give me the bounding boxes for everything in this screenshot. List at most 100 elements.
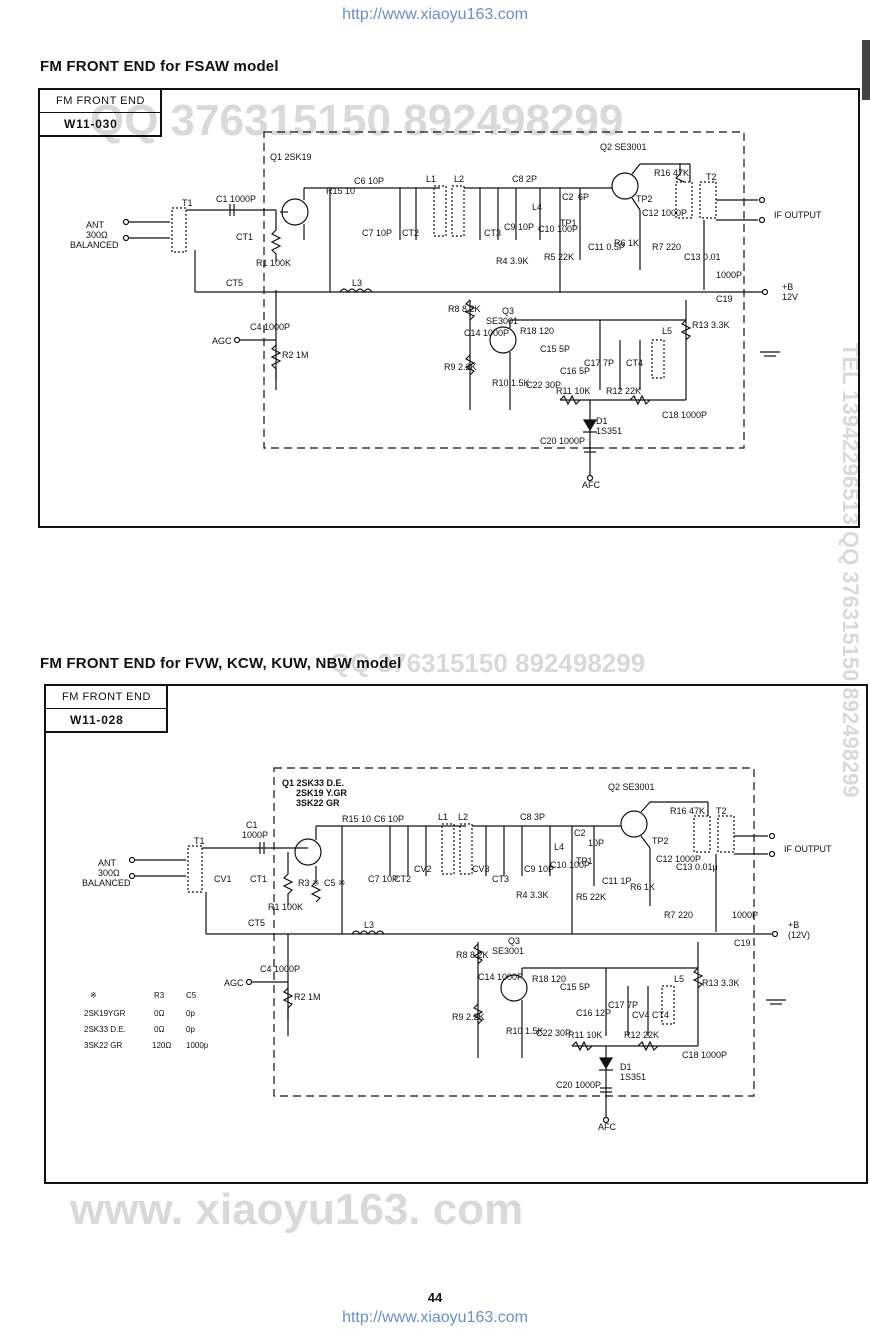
d1-c17: C17 7P	[584, 358, 614, 368]
d1-r9: R9 2.2K	[444, 362, 477, 372]
d1-l5: L5	[662, 326, 672, 336]
d2-r5: R5 22K	[576, 892, 606, 902]
d2-ant: ANT	[98, 858, 117, 868]
d2-r18: R18 120	[532, 974, 566, 984]
d1-r5: R5 22K	[544, 252, 574, 262]
d1-c19: C19	[716, 294, 733, 304]
d1-c7: C7 10P	[362, 228, 392, 238]
diagram2-frame: FM FRONT END W11-028	[44, 684, 868, 1184]
d1-c4: C4 1000P	[250, 322, 290, 332]
d2-if-output: IF OUTPUT	[784, 844, 832, 854]
d1-q1: Q1 2SK19	[270, 152, 312, 162]
d2-ct4: CT4	[652, 1010, 669, 1020]
d2-c22: C22 30P	[536, 1028, 571, 1038]
d2-cv3: CV3	[472, 864, 490, 874]
d2-b-v: (12V)	[788, 930, 810, 940]
d2-r16: R16 47K	[670, 806, 705, 816]
d1-r4: R4 3.9K	[496, 256, 529, 266]
watermark-qq-top: QQ 376315150 892498299	[90, 96, 624, 145]
d2-r10: R10 1.5K	[506, 1026, 544, 1036]
d1-ant-ohm: 300Ω	[86, 230, 108, 240]
d2-r8: R8 8.2K	[456, 950, 489, 960]
d2-b: +B	[788, 920, 799, 930]
d1-c19v: 1000P	[716, 270, 742, 280]
d1-ct1: CT1	[236, 232, 253, 242]
source-url-top[interactable]: http://www.xiaoyu163.com	[342, 6, 528, 23]
variant-table: ※ R3 C5 2SK19YGR 0Ω 0p 2SK33 D.E. 0Ω 0p …	[84, 991, 209, 1050]
d2-r3: R3 ※	[298, 878, 320, 888]
d2-ct1: CT1	[250, 874, 267, 884]
d1-c1: C1 1000P	[216, 194, 256, 204]
d2-c8: C8 3P	[520, 812, 545, 822]
d1-c14: C14 1000P	[464, 328, 509, 338]
variant-table-row1-part: 2SK19YGR	[84, 1009, 126, 1018]
d1-q2: Q2 SE3001	[600, 142, 647, 152]
d2-c16: C16 12P	[576, 1008, 611, 1018]
d2-q3-type: SE3001	[492, 946, 524, 956]
variant-table-row1-r3: 0Ω	[154, 1009, 164, 1018]
d2-q1c: 3SK22 GR	[296, 798, 340, 808]
source-url-bottom[interactable]: http://www.xiaoyu163.com	[342, 1309, 528, 1326]
d1-r6: R6 1K	[614, 238, 639, 248]
d2-q1: Q1 2SK33 D.E.	[282, 778, 344, 788]
d1-c20: C20 1000P	[540, 436, 585, 446]
d2-r4: R4 3.3K	[516, 890, 549, 900]
d1-c8: C8 2P	[512, 174, 537, 184]
d1-r16: R16 47K	[654, 168, 689, 178]
d1-d1-type: 1S351	[596, 426, 622, 436]
diagram1-part-no: W11-030	[64, 117, 118, 131]
d2-r6: R6 1K	[630, 882, 655, 892]
d1-c2: C2	[562, 192, 574, 202]
d2-c19: C19	[734, 938, 751, 948]
variant-table-row2-c5: 0p	[186, 1025, 195, 1034]
page-number: 44	[427, 1290, 443, 1305]
d2-c14: C14 1000P	[478, 972, 523, 982]
d2-c6: C6 10P	[374, 814, 404, 824]
d1-l4: L4	[532, 202, 542, 212]
d1-c11: C11 0.5P	[588, 242, 625, 252]
d2-c11: C11 1P	[602, 876, 631, 886]
d1-l2: L2	[454, 174, 464, 184]
d1-ct4: CT4	[626, 358, 643, 368]
variant-table-row3-c5: 1000p	[186, 1041, 209, 1050]
d2-c5: C5 ※	[324, 878, 346, 888]
d2-l4: L4	[554, 842, 564, 852]
d1-c16: C16 5P	[560, 366, 590, 376]
d2-d1-type: 1S351	[620, 1072, 646, 1082]
d1-r7: R7 220	[652, 242, 681, 252]
d2-c1: C1	[246, 820, 258, 830]
d2-cv4: CV4	[632, 1010, 650, 1020]
d1-b-v: 12V	[782, 292, 798, 302]
d2-l2: L2	[458, 812, 468, 822]
page-edge-shadow	[862, 40, 870, 100]
d1-c2v: 6P	[578, 192, 589, 202]
d1-l1: L1	[426, 174, 436, 184]
d2-tp2: TP2	[652, 836, 669, 846]
d1-c13: C13 0.01	[684, 252, 721, 262]
d2-c20: C20 1000P	[556, 1080, 601, 1090]
d1-agc: AGC	[212, 336, 232, 346]
d1-q3: Q3	[502, 306, 514, 316]
watermark-qq-mid: QQ 376315150 892498299	[330, 648, 646, 678]
d1-tp2: TP2	[636, 194, 653, 204]
variant-table-row2-part: 2SK33 D.E.	[84, 1025, 126, 1034]
d1-r18: R18 120	[520, 326, 554, 336]
diagram1-box-label: FM FRONT END	[40, 90, 160, 113]
d1-q3-type: SE3001	[486, 316, 518, 326]
d2-c1v: 1000P	[242, 830, 268, 840]
d2-c17: C17 7P	[608, 1000, 638, 1010]
d2-d1: D1	[620, 1062, 632, 1072]
d2-ct3: CT3	[492, 874, 509, 884]
d1-r12: R12 22K	[606, 386, 641, 396]
d2-cv1: CV1	[214, 874, 232, 884]
d2-c12: C12 1000P	[656, 854, 701, 864]
d2-r15: R15 10	[342, 814, 371, 824]
watermark-site: www. xiaoyu163. com	[70, 1185, 524, 1234]
d1-if-output: IF OUTPUT	[774, 210, 822, 220]
d1-r8: R8 8.2K	[448, 304, 481, 314]
d1-d1: D1	[596, 416, 608, 426]
d2-c18: C18 1000P	[682, 1050, 727, 1060]
d2-q2: Q2 SE3001	[608, 782, 655, 792]
diagram2-box-label: FM FRONT END	[46, 686, 166, 709]
d2-q3: Q3	[508, 936, 520, 946]
